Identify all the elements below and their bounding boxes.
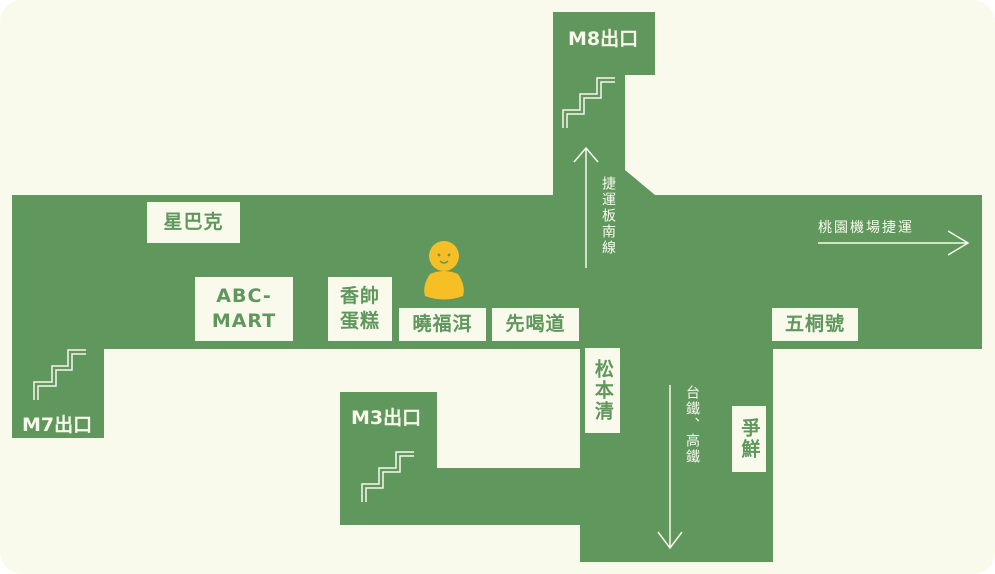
shop-wutonghao[interactable]: 五桐號 [772, 308, 858, 341]
shop-abc-mart[interactable]: ABC- MART [195, 277, 293, 341]
direction-bannan-line: 捷運板南線 [600, 176, 616, 256]
exit-m8[interactable]: M8出口 [568, 28, 639, 50]
shop-xiaofuer[interactable]: 曉福洱 [399, 308, 486, 341]
stairs-icon [562, 77, 615, 128]
stairs-icon [33, 349, 86, 400]
shop-label: 松本清 [591, 359, 614, 422]
shop-label: 蛋糕 [339, 310, 380, 332]
shop-label: 先喝道 [505, 313, 566, 336]
exit-m7[interactable]: M7出口 [22, 414, 93, 436]
you-are-here-icon [424, 241, 464, 300]
shop-xianhedao[interactable]: 先喝道 [492, 308, 579, 341]
corridor [12, 12, 982, 562]
shop-label: 爭鮮 [738, 418, 761, 460]
arrow-icon [573, 146, 599, 268]
arrow-icon [818, 230, 970, 256]
shop-matsumoto[interactable]: 松本清 [585, 348, 620, 433]
shop-cake[interactable]: 香帥 蛋糕 [328, 277, 392, 341]
shop-label: 香帥 [339, 285, 380, 308]
arrow-icon [657, 385, 683, 550]
shop-label: ABC- [216, 285, 272, 308]
shop-label: 曉福洱 [412, 313, 473, 336]
direction-airport-mrt: 桃園機場捷運 [818, 220, 914, 236]
shop-label: MART [211, 310, 277, 332]
exit-m3[interactable]: M3出口 [351, 407, 422, 429]
shop-starbucks[interactable]: 星巴克 [147, 202, 240, 243]
shop-label: 五桐號 [784, 313, 845, 336]
shop-sushiro[interactable]: 爭鮮 [732, 406, 766, 472]
stairs-icon [361, 451, 414, 502]
direction-rail: 台鐵、高鐵 [684, 385, 700, 465]
shop-label: 星巴克 [163, 211, 224, 234]
